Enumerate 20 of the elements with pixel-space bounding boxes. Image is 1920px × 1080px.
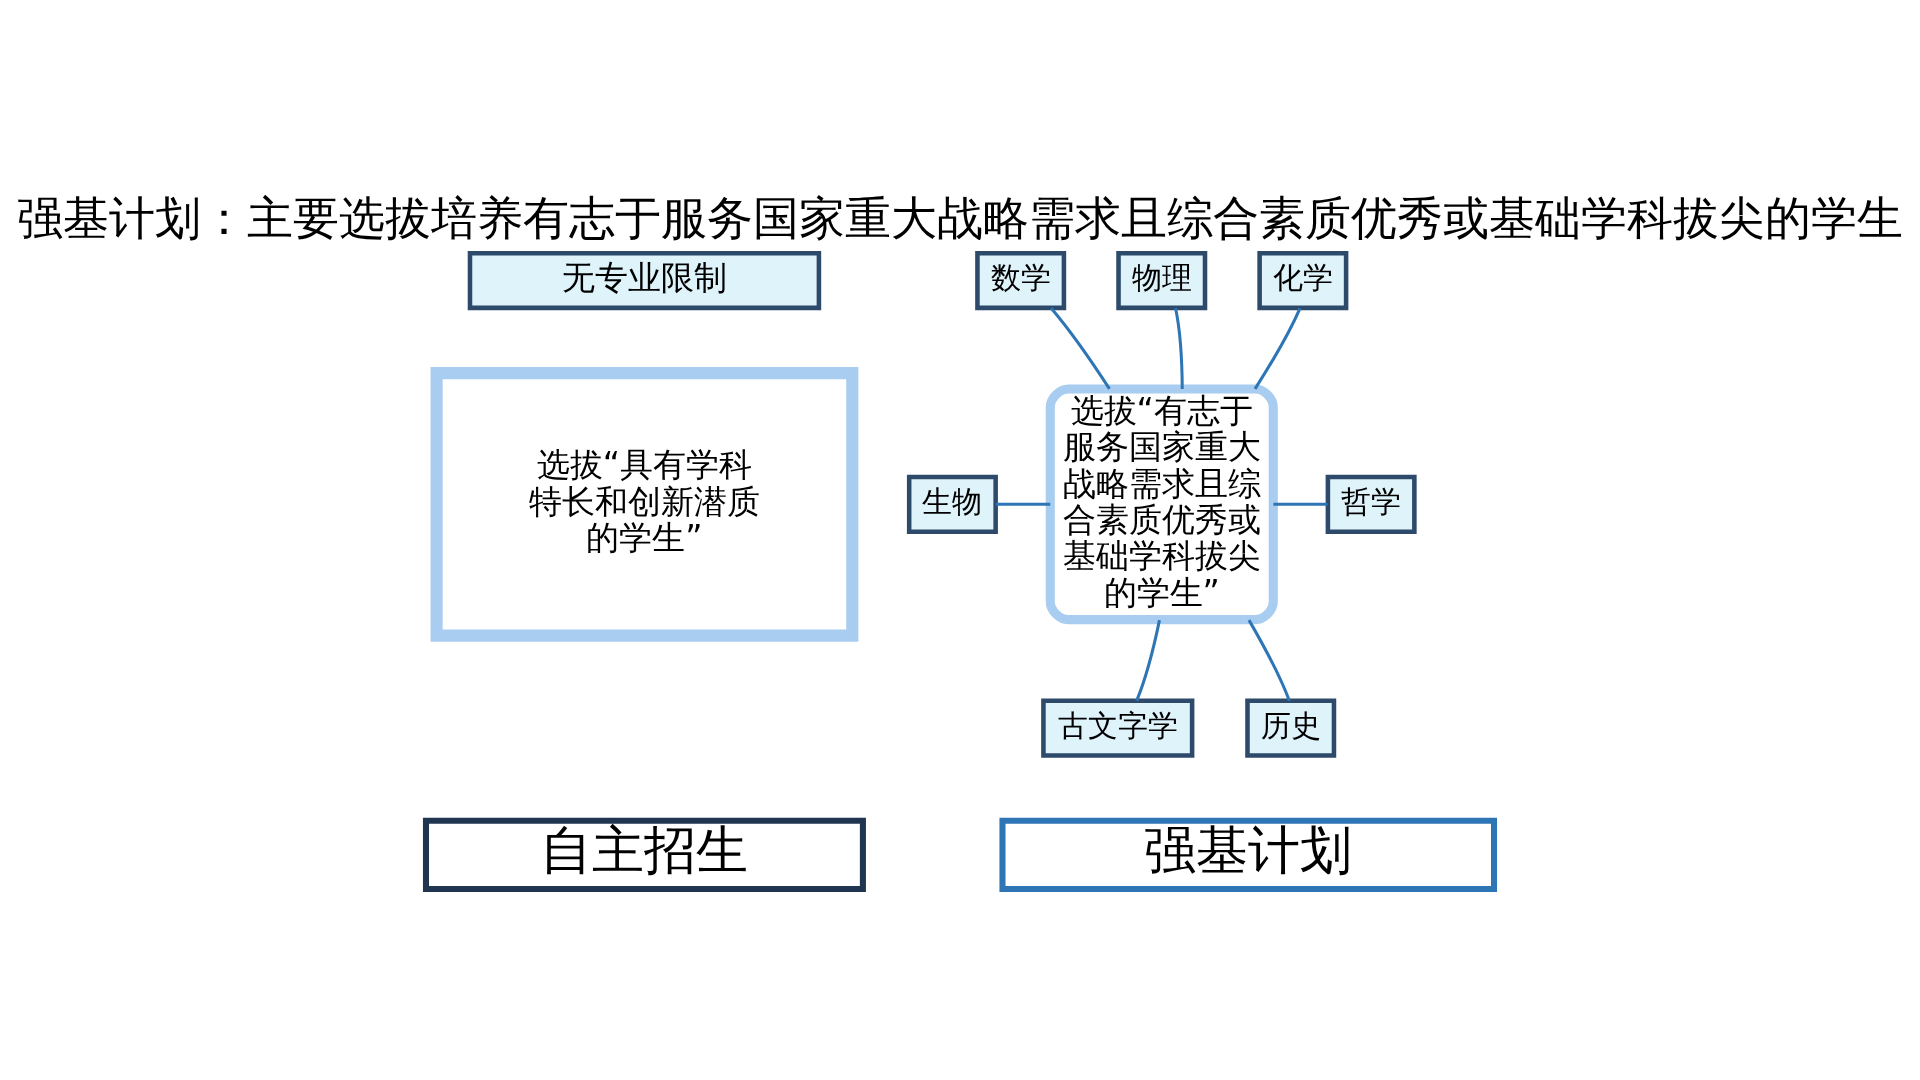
node-box: 选拔“有志于服务国家重大战略需求且综合素质优秀或基础学科拔尖的学生”	[1045, 384, 1278, 625]
connector	[1273, 502, 1328, 506]
connector	[995, 502, 1051, 506]
connector	[1135, 619, 1161, 702]
node-box: 自主招生	[422, 817, 866, 892]
diagram-title: 强基计划：主要选拔培养有志于服务国家重大战略需求且综合素质优秀或基础学科拔尖的学生	[17, 191, 1903, 245]
node-box: 化学	[1257, 251, 1349, 311]
node-box: 无专业限制	[467, 251, 822, 311]
node-box: 哲学	[1325, 474, 1417, 534]
node-box: 古文字学	[1041, 698, 1195, 758]
connector	[1050, 307, 1111, 390]
node-box: 选拔“具有学科特长和创新潜质的学生”	[430, 367, 859, 642]
node-box: 数学	[975, 251, 1067, 311]
node-box: 生物	[906, 474, 998, 534]
connector	[1174, 308, 1184, 389]
connector	[1247, 619, 1291, 702]
node-box: 物理	[1116, 251, 1208, 311]
connector	[1253, 307, 1302, 390]
node-box: 强基计划	[999, 817, 1498, 892]
node-box: 历史	[1245, 698, 1337, 758]
